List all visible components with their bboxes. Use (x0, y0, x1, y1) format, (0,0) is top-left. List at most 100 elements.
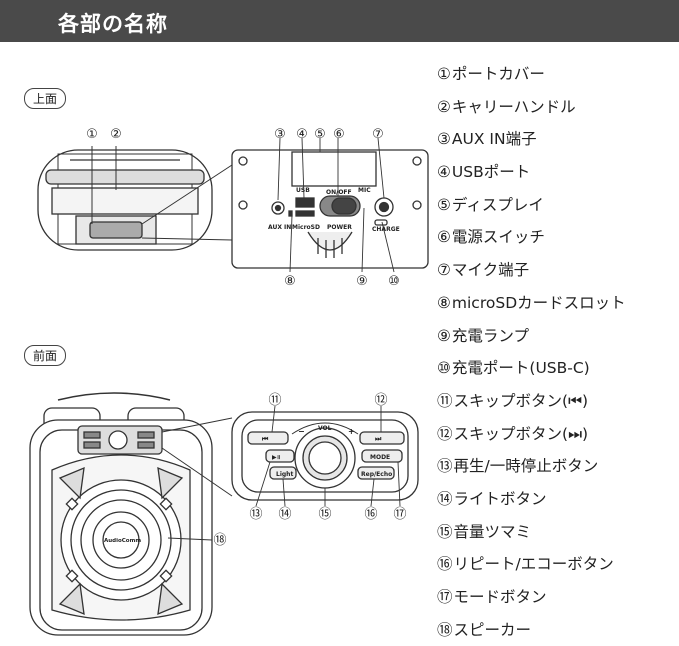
vol-label: VOL (318, 425, 332, 432)
usb-label: USB (296, 187, 310, 194)
part-item: ⑭ライトボタン (437, 483, 677, 516)
next-icon: ⏭ (375, 435, 382, 443)
part-number: ② (437, 97, 451, 116)
front-view-label: 前面 (24, 345, 67, 366)
top-leader-lines (277, 137, 395, 273)
part-name: リピート/エコーボタン (453, 555, 614, 574)
part-item: ①ポートカバー (437, 58, 677, 91)
callout-16: ⑯ (364, 507, 377, 522)
callout-12: ⑫ (374, 393, 387, 408)
part-number: ⑥ (437, 228, 451, 247)
rep-echo-label: Rep/Echo (361, 471, 392, 478)
play-pause-button (265, 449, 295, 463)
callout-10: ⑩ (388, 274, 400, 289)
part-number: ③ (437, 130, 451, 149)
part-item: ⑩充電ポート(USB-C) (437, 352, 677, 385)
callout-6: ⑥ (333, 127, 345, 142)
part-name: 充電ポート(USB-C) (451, 359, 590, 378)
part-item: ⑬再生/一時停止ボタン (437, 450, 677, 483)
callout-1: ① (86, 127, 98, 142)
front-leader-lines (167, 405, 401, 541)
callout-8: ⑧ (284, 274, 296, 289)
vol-plus-label: + (348, 427, 355, 436)
part-name: マイク端子 (451, 261, 530, 280)
callout-5: ⑤ (314, 127, 326, 142)
part-number: ⑱ (437, 620, 453, 639)
part-item: ③AUX IN端子 (437, 123, 677, 156)
part-number: ⑮ (437, 522, 453, 541)
part-number: ① (437, 65, 451, 83)
part-name: 音量ツマミ (453, 522, 532, 541)
callout-17: ⑰ (393, 507, 406, 522)
part-number: ④ (437, 163, 451, 182)
power-label: POWER (327, 224, 352, 231)
brand-logo: AudioComm (104, 538, 141, 544)
part-item: ⑱スピーカー (437, 614, 677, 646)
part-name: AUX IN端子 (451, 130, 537, 149)
part-item: ⑤ディスプレイ (437, 189, 677, 222)
callout-13: ⑬ (249, 507, 262, 522)
part-number: ⑤ (437, 195, 451, 214)
part-name: ポートカバー (451, 65, 545, 83)
part-item: ⑥電源スイッチ (437, 221, 677, 254)
mode-label: MODE (370, 454, 390, 461)
part-item: ⑯リピート/エコーボタン (437, 548, 677, 581)
microsd-label: MicroSD (292, 224, 320, 231)
mode-button (361, 449, 403, 463)
callout-3: ③ (274, 127, 286, 142)
top-view-speaker (37, 146, 233, 251)
on-off-label: ON/OFF (326, 189, 352, 196)
microsd-slot (295, 210, 315, 217)
part-number: ⑰ (437, 588, 453, 606)
part-item: ⑫スキップボタン(⏭) (437, 418, 677, 451)
part-item: ⑪スキップボタン(⏮) (437, 385, 677, 418)
callout-14: ⑭ (278, 507, 291, 522)
part-number: ⑩ (437, 359, 451, 378)
part-name: ディスプレイ (451, 195, 544, 214)
light-label: Light (276, 471, 293, 478)
callout-11: ⑪ (268, 393, 281, 408)
part-number: ⑨ (437, 326, 451, 345)
part-item: ④USBポート (437, 156, 677, 189)
part-name: モードボタン (453, 588, 547, 606)
part-name: 電源スイッチ (451, 228, 545, 247)
part-item: ⑦マイク端子 (437, 254, 677, 287)
callout-9: ⑨ (356, 274, 368, 289)
part-name: スキップボタン(⏮) (453, 391, 589, 410)
part-name: 充電ランプ (451, 326, 529, 345)
part-number: ⑫ (437, 424, 453, 443)
part-item: ⑨充電ランプ (437, 320, 677, 353)
callout-2: ② (110, 127, 122, 142)
part-name: ライトボタン (453, 489, 547, 508)
part-number: ⑭ (437, 489, 453, 508)
callout-15: ⑮ (318, 507, 331, 522)
top-view-label: 上面 (24, 88, 67, 109)
prev-icon: ⏮ (262, 435, 269, 443)
part-name: microSDカードスロット (451, 293, 626, 312)
part-number: ⑯ (437, 555, 453, 574)
speaker-cone (60, 479, 182, 601)
rep-echo-button (357, 466, 395, 480)
part-item: ⑮音量ツマミ (437, 516, 677, 549)
part-name: スキップボタン(⏭) (453, 424, 589, 443)
mic-label: MIC (358, 187, 371, 194)
top-port-panel (231, 149, 429, 269)
part-name: キャリーハンドル (451, 97, 576, 116)
part-item: ②キャリーハンドル (437, 91, 677, 124)
callout-7: ⑦ (372, 127, 384, 142)
part-item: ⑰モードボタン (437, 581, 677, 614)
part-number: ⑧ (437, 293, 451, 312)
next-skip-button (359, 431, 405, 445)
part-number: ⑬ (437, 457, 453, 476)
front-control-panel (231, 411, 419, 501)
charge-label: CHARGE (372, 226, 400, 233)
part-name: 再生/一時停止ボタン (453, 457, 599, 476)
play-pause-icon: ▶॥ (272, 454, 281, 461)
part-name: スピーカー (453, 620, 532, 639)
page-title: 各部の名称 (58, 12, 168, 36)
usb-c-charge-port (374, 219, 388, 226)
part-name: USBポート (451, 163, 531, 182)
callout-4: ④ (296, 127, 308, 142)
callout-18: ⑱ (213, 533, 226, 548)
